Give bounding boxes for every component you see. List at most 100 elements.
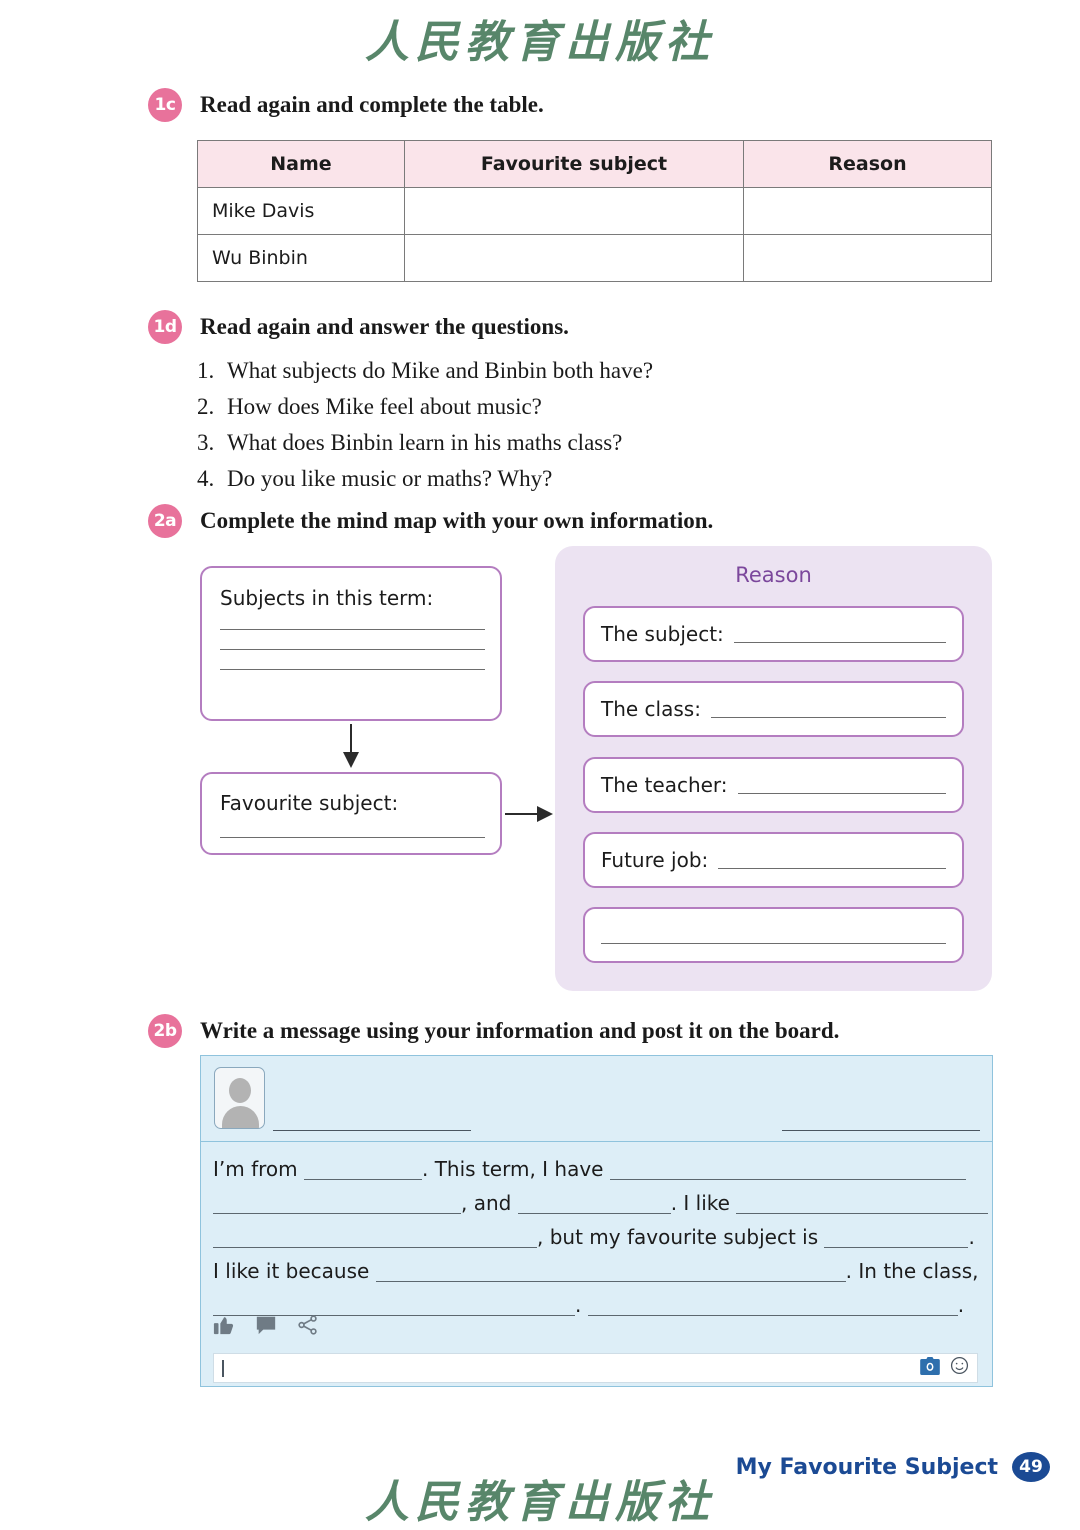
question-number: 4. [197, 466, 215, 491]
subjects-blank-line[interactable] [220, 649, 485, 650]
page-footer: My Favourite Subject 49 [736, 1452, 1050, 1482]
message-line-3: , but my favourite subject is . [213, 1220, 980, 1254]
message-name-blank-line[interactable] [273, 1130, 471, 1131]
cell-name-wu: Wu Binbin [197, 234, 405, 282]
thumbs-up-icon[interactable] [213, 1314, 235, 1341]
message-blank[interactable] [517, 1194, 671, 1214]
section-badge-1c: 1c [148, 88, 182, 122]
reason-blank-line[interactable] [737, 776, 946, 794]
message-text: I like it because [213, 1259, 370, 1283]
favourite-subject-blank-line[interactable] [220, 837, 485, 838]
question-text: What does Binbin learn in his maths clas… [227, 430, 623, 455]
subjects-blank-line[interactable] [220, 629, 485, 630]
message-blank[interactable] [304, 1160, 422, 1180]
publisher-watermark-bottom: 人民教育出版社 [365, 1478, 715, 1527]
publisher-watermark-top: 人民教育出版社 [365, 18, 715, 67]
message-blank[interactable] [824, 1228, 969, 1248]
message-body: I’m from . This term, I have , and . I l… [201, 1142, 992, 1322]
text-caret [222, 1359, 224, 1377]
message-line-1: I’m from . This term, I have [213, 1152, 980, 1186]
table-row: Wu Binbin [197, 234, 992, 282]
message-blank[interactable] [213, 1296, 575, 1316]
cell-reason-wu[interactable] [743, 234, 992, 282]
list-item: 3. What does Binbin learn in his maths c… [197, 430, 653, 456]
avatar-head-icon [229, 1078, 251, 1103]
avatar [214, 1067, 265, 1129]
table-header-reason: Reason [743, 140, 992, 188]
cell-subject-wu[interactable] [404, 234, 744, 282]
subjects-blank-line[interactable] [220, 669, 485, 670]
cell-reason-mike[interactable] [743, 187, 992, 235]
reason-box-extra[interactable] [583, 907, 964, 963]
comment-icon[interactable] [255, 1314, 277, 1341]
reason-blank-line[interactable] [601, 926, 946, 944]
message-action-bar [213, 1314, 319, 1341]
section-badge-2a: 2a [148, 504, 182, 538]
message-line-2: , and . I like [213, 1186, 989, 1220]
reason-label-class: The class: [601, 697, 701, 721]
question-number: 1. [197, 358, 215, 383]
list-item: 2. How does Mike feel about music? [197, 394, 653, 420]
message-blank[interactable] [213, 1194, 461, 1214]
camera-icon[interactable] [920, 1356, 940, 1380]
unit-title: My Favourite Subject [735, 1454, 998, 1480]
message-blank[interactable] [213, 1228, 537, 1248]
table-header-favourite-subject: Favourite subject [404, 140, 744, 188]
subjects-box-label: Subjects in this term: [220, 586, 434, 610]
cell-name-mike: Mike Davis [197, 187, 405, 235]
message-text: . This term, I have [422, 1157, 604, 1181]
question-text: Do you like music or maths? Why? [227, 466, 553, 491]
message-blank[interactable] [375, 1262, 846, 1282]
subjects-table: Name Favourite subject Reason Mike Davis… [197, 140, 992, 282]
message-blank[interactable] [736, 1194, 989, 1214]
section-header-2b: 2b Write a message using your informatio… [148, 1014, 839, 1048]
section-title-2a: Complete the mind map with your own info… [200, 508, 714, 533]
list-item: 1. What subjects do Mike and Binbin both… [197, 358, 653, 384]
question-number: 3. [197, 430, 215, 455]
table-row: Mike Davis [197, 187, 992, 235]
section-header-2a: 2a Complete the mind map with your own i… [148, 504, 713, 538]
message-text: , and [461, 1191, 512, 1215]
section-badge-1d: 1d [148, 310, 182, 344]
table-header-name: Name [197, 140, 405, 188]
message-text: . [957, 1293, 965, 1317]
reason-panel-title: Reason [735, 563, 812, 587]
reason-label-teacher: The teacher: [601, 773, 728, 797]
emoji-icon[interactable] [950, 1356, 969, 1380]
message-date-blank-line[interactable] [782, 1130, 980, 1131]
message-text: . [968, 1225, 975, 1249]
message-text: I’m from [213, 1157, 298, 1181]
favourite-subject-box[interactable]: Favourite subject: [200, 772, 502, 855]
reason-box-class[interactable]: The class: [583, 681, 964, 737]
reason-label-subject: The subject: [601, 622, 724, 646]
reason-label-future-job: Future job: [601, 848, 709, 872]
message-input-icons [920, 1356, 969, 1380]
avatar-body-icon [222, 1106, 259, 1128]
reason-box-teacher[interactable]: The teacher: [583, 757, 964, 813]
favourite-subject-box-label: Favourite subject: [220, 791, 399, 815]
reason-blank-line[interactable] [733, 625, 946, 643]
message-blank[interactable] [587, 1296, 958, 1316]
share-icon[interactable] [297, 1314, 319, 1341]
reason-box-future-job[interactable]: Future job: [583, 832, 964, 888]
message-blank[interactable] [609, 1160, 966, 1180]
list-item: 4. Do you like music or maths? Why? [197, 466, 653, 492]
message-line-5: . . [213, 1288, 980, 1322]
section-header-1c: 1c Read again and complete the table. [148, 88, 544, 122]
question-list: 1. What subjects do Mike and Binbin both… [197, 358, 653, 502]
section-title-1d: Read again and answer the questions. [200, 314, 569, 339]
page-number: 49 [1012, 1452, 1050, 1482]
subjects-box[interactable]: Subjects in this term: [200, 566, 502, 721]
reason-blank-line[interactable] [718, 851, 946, 869]
table-header-row: Name Favourite subject Reason [197, 140, 992, 188]
message-text: . I like [670, 1191, 730, 1215]
message-text: . In the class, [845, 1259, 979, 1283]
reason-blank-line[interactable] [710, 700, 946, 718]
message-text: , but my favourite subject is [537, 1225, 819, 1249]
message-reply-input[interactable] [213, 1353, 978, 1383]
section-header-1d: 1d Read again and answer the questions. [148, 310, 569, 344]
reason-box-subject[interactable]: The subject: [583, 606, 964, 662]
question-number: 2. [197, 394, 215, 419]
question-text: How does Mike feel about music? [227, 394, 542, 419]
cell-subject-mike[interactable] [404, 187, 744, 235]
